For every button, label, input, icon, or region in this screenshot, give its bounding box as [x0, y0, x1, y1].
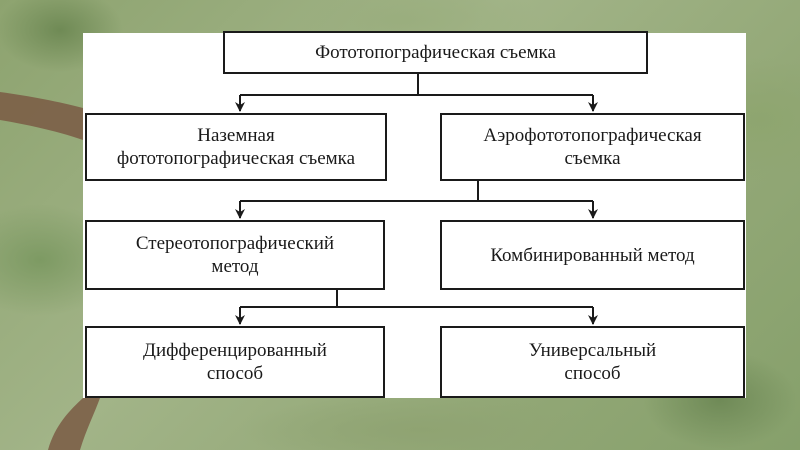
node-label-line-2: способ	[564, 363, 621, 384]
node-label-line-1: Универсальный	[528, 340, 657, 361]
node-label: Комбинированный метод	[490, 244, 695, 266]
node-label-line-2: съемка	[564, 148, 621, 169]
node-label-line-2: метод	[211, 256, 259, 277]
node-label: Фототопографическая съемка	[315, 42, 556, 63]
connector-lines	[235, 74, 598, 325]
node-label-line-1: Аэрофототопографическая	[483, 125, 702, 146]
node-label-line-1: Наземная	[197, 125, 275, 146]
node-label-line-2: способ	[206, 363, 264, 384]
diagram-panel: Фототопографическая съемка Наземная фото…	[83, 31, 746, 398]
node-stereotopographic-method: Стереотопографический метод	[85, 220, 385, 290]
node-universal-way: Универсальный способ	[440, 326, 745, 398]
node-label-line-1: Дифференцированный	[143, 340, 327, 361]
node-differentiated-way: Дифференцированный способ	[85, 326, 385, 398]
node-combined-method: Комбинированный метод	[440, 220, 745, 290]
node-ground-survey: Наземная фототопографическая съемка	[85, 113, 387, 181]
node-label-line-1: Стереотопографический	[135, 233, 335, 254]
node-phototopographic-survey: Фототопографическая съемка	[223, 31, 648, 74]
node-label-line-2: фототопографическая съемка	[116, 148, 356, 169]
node-aerial-survey: Аэрофототопографическая съемка	[440, 113, 745, 181]
